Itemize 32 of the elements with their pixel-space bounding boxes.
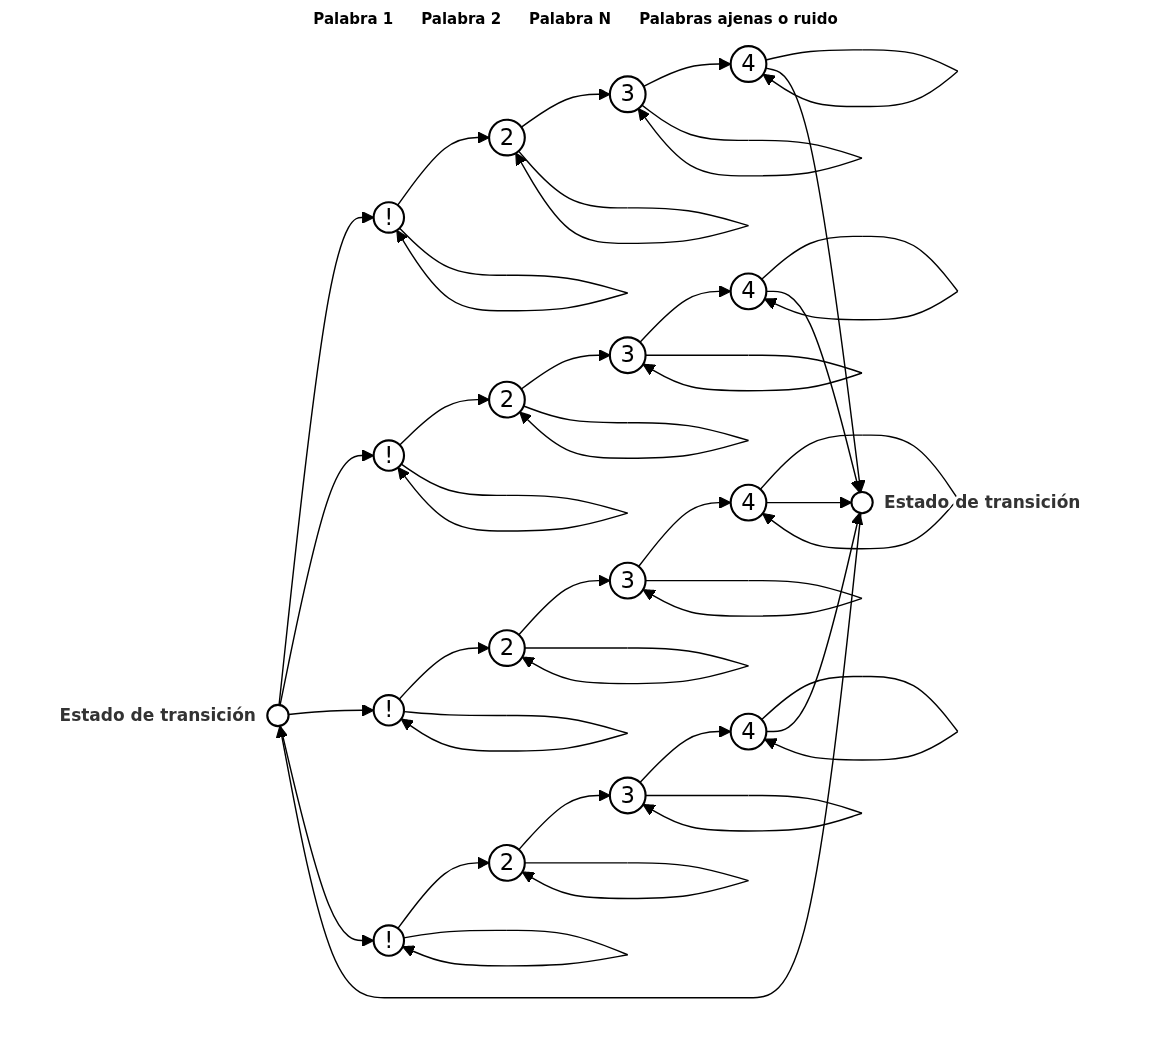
node-circle: 2	[488, 380, 526, 419]
node-circle	[850, 490, 874, 515]
row-label: Palabra 2	[421, 10, 502, 28]
node-circle: !	[372, 924, 406, 957]
arrow	[398, 641, 490, 700]
row-label: Palabra N	[529, 10, 612, 28]
node-circle: 3	[608, 75, 647, 114]
node-circle: 2	[488, 844, 526, 882]
node-circle: 4	[729, 712, 768, 751]
node-circle	[266, 703, 290, 728]
node-circle: !	[372, 439, 406, 472]
node-circle: 4	[729, 483, 768, 522]
arrow	[397, 131, 490, 206]
node-circle: 3	[608, 336, 647, 375]
node-circle: 4	[729, 272, 768, 311]
arrow	[518, 574, 611, 636]
arrow	[520, 88, 611, 128]
node-circle: 2	[488, 118, 526, 157]
arrow	[520, 349, 611, 390]
state-caption: Estado de transición	[59, 705, 256, 726]
row-label: Palabra 1	[313, 10, 394, 28]
node-circle: !	[372, 694, 406, 727]
node-circle: 4	[729, 45, 768, 83]
arrow	[397, 856, 490, 930]
row-label: Palabras ajenas o ruido	[639, 10, 838, 28]
node-circle: 3	[608, 561, 647, 600]
state-caption: Estado de transición	[884, 492, 1081, 513]
node-circle: !	[372, 201, 406, 234]
node-circle: 3	[608, 776, 647, 815]
arrow	[518, 789, 611, 851]
node-circle: 2	[488, 629, 526, 667]
arrow	[399, 393, 490, 446]
